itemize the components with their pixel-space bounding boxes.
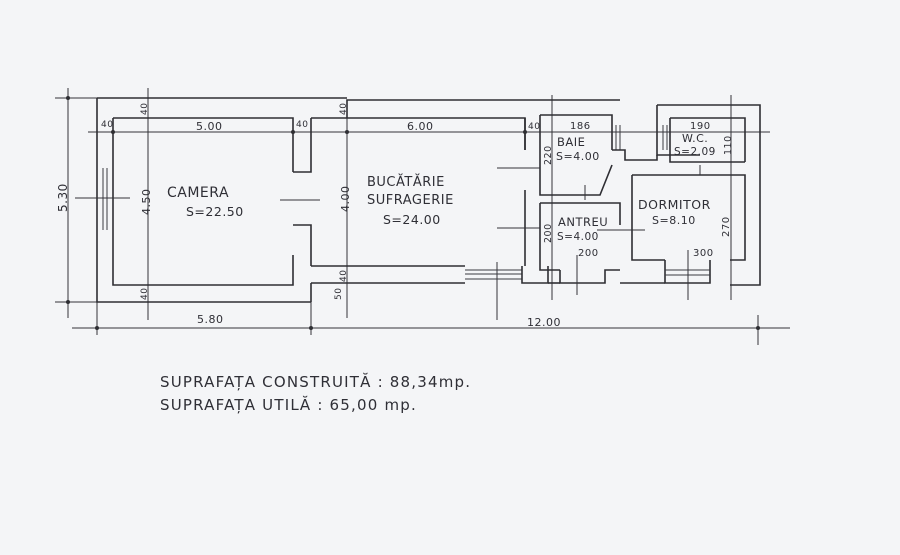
room-area-bucatarie: S=24.00 bbox=[383, 212, 441, 227]
dim-bucatarie-width: 6.00 bbox=[407, 120, 434, 133]
built-area-line: SUPRAFAȚA CONSTRUITĂ : 88,34mp. bbox=[160, 373, 471, 391]
room-area-wc: S=2.09 bbox=[674, 146, 716, 158]
room-name-wc: W.C. bbox=[682, 132, 709, 145]
room-area-camera: S=22.50 bbox=[186, 204, 244, 219]
room-name-dormitor: DORMITOR bbox=[638, 197, 711, 212]
built-area-value: : 88,34mp. bbox=[377, 373, 472, 391]
dim-overall-right-width: 12.00 bbox=[527, 316, 561, 329]
dim-antreu-depth: 200 bbox=[543, 223, 554, 243]
dimension-lines bbox=[55, 88, 790, 345]
walls bbox=[75, 97, 761, 303]
dim-dormitor-depth: 270 bbox=[721, 216, 732, 237]
dim-wc-depth: 110 bbox=[723, 135, 734, 155]
usable-area-label: SUPRAFAȚA UTILĂ bbox=[160, 396, 312, 414]
dim-wall-bucatarie-south: 40 bbox=[339, 269, 349, 282]
room-name-antreu: ANTREU bbox=[558, 215, 609, 229]
dim-baie-depth: 220 bbox=[543, 145, 554, 165]
dim-wall-camera-east: 40 bbox=[296, 120, 309, 130]
dim-wall-camera-south: 40 bbox=[140, 287, 150, 300]
usable-area-value: : 65,00 mp. bbox=[317, 396, 417, 414]
dim-dormitor-width: 300 bbox=[693, 248, 714, 259]
dim-overall-height: 5.30 bbox=[56, 183, 70, 212]
dim-wall-bucatarie-east: 40 bbox=[528, 122, 541, 132]
room-area-baie: S=4.00 bbox=[556, 150, 600, 163]
dim-baie-width: 186 bbox=[570, 121, 591, 132]
dim-wc-width: 190 bbox=[690, 121, 711, 132]
room-name-baie: BAIE bbox=[557, 135, 586, 149]
dim-bucatarie-depth: 4.00 bbox=[339, 185, 352, 213]
usable-area-line: SUPRAFAȚA UTILĂ : 65,00 mp. bbox=[160, 396, 417, 414]
dim-antreu-width: 200 bbox=[578, 248, 599, 259]
dim-wall-camera-north: 40 bbox=[140, 102, 150, 115]
room-area-dormitor: S=8.10 bbox=[652, 214, 696, 227]
built-area-label: SUPRAFAȚA CONSTRUITĂ bbox=[160, 373, 372, 391]
room-name-bucatarie: BUCĂTĂRIE bbox=[367, 175, 445, 190]
dim-overall-left-width: 5.80 bbox=[197, 313, 224, 326]
dim-wall-bucatarie-north: 40 bbox=[339, 102, 349, 115]
room-name-sufragerie: SUFRAGERIE bbox=[367, 193, 454, 208]
dim-camera-depth: 4.50 bbox=[140, 188, 153, 216]
dim-wall-50: 50 bbox=[334, 287, 344, 300]
dim-camera-width: 5.00 bbox=[196, 120, 223, 133]
room-name-camera: CAMERA bbox=[167, 185, 230, 201]
dim-wall-west: 40 bbox=[101, 120, 114, 130]
room-area-antreu: S=4.00 bbox=[557, 231, 599, 243]
